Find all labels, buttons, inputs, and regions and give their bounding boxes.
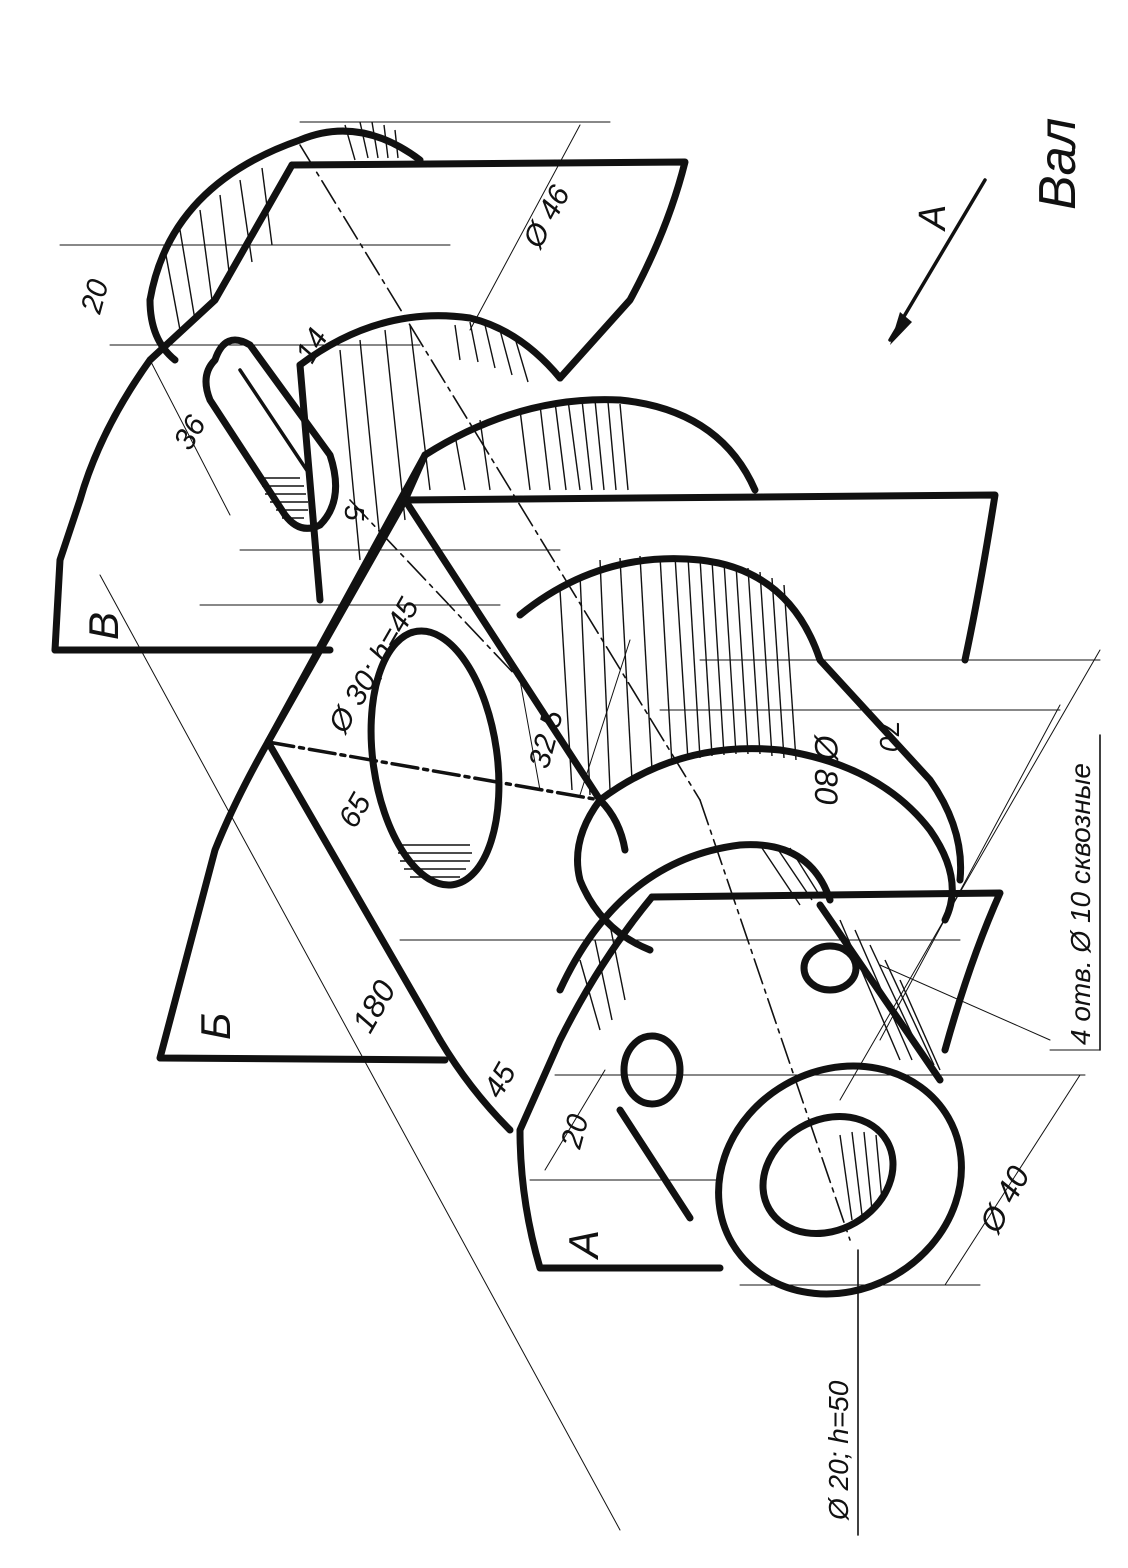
dim-hole20: Ø 20; h=50 [823, 1380, 854, 1521]
hole-30-bore [367, 627, 503, 889]
view-arrow-a: А [888, 178, 987, 345]
rear-shaft-hatching [164, 121, 399, 331]
keyway-slot [202, 336, 340, 532]
note-underlines [857, 734, 1101, 1536]
section-plane-a [516, 889, 1004, 1272]
section-mark-b: Б [192, 1013, 239, 1040]
axis-lines [299, 144, 851, 1241]
section-mark-v: В [80, 612, 127, 640]
dim-36: 36 [167, 410, 212, 456]
dim-180: 180 [345, 974, 403, 1038]
section-mark-a: А [560, 1230, 607, 1261]
view-arrow-label: А [912, 205, 954, 232]
rectangular-block [264, 451, 629, 1134]
dim-14: 14 [289, 323, 334, 368]
large-drum-hatching [559, 555, 797, 796]
keyway-hatching [260, 477, 308, 519]
dim-d80: Ø 80 [808, 734, 844, 805]
dim-holes-note: 4 отв. Ø 10 сквозные [1065, 763, 1096, 1045]
dim-20-bottom: 20 [555, 1111, 596, 1153]
bore-20 [759, 1112, 897, 1238]
front-hub-face [715, 1062, 965, 1298]
dim-d40: Ø 40 [972, 1160, 1037, 1239]
drawing-title: Вал [1029, 118, 1087, 210]
dimension-lines [59, 121, 1101, 1531]
hole-30-hatching [398, 844, 472, 878]
through-holes-10 [620, 942, 860, 1108]
section-plane-b [156, 451, 999, 1064]
dim-5: 5 [339, 505, 370, 521]
dim-32-5: 32,5 [523, 707, 570, 772]
dim-d46: Ø 46 [517, 180, 577, 254]
middle-shaft-hatching [339, 321, 529, 561]
front-hub [556, 841, 965, 1298]
collar-hatching [454, 399, 629, 491]
front-hub-hatching [579, 844, 941, 1071]
large-drum [516, 555, 965, 954]
bore-20-hatching [839, 1131, 883, 1221]
dim-70: 70 [874, 720, 905, 752]
middle-shaft-segment [296, 312, 564, 604]
collar-segment [421, 396, 759, 494]
dim-65: 65 [332, 788, 377, 834]
dim-20-top: 20 [75, 276, 116, 318]
